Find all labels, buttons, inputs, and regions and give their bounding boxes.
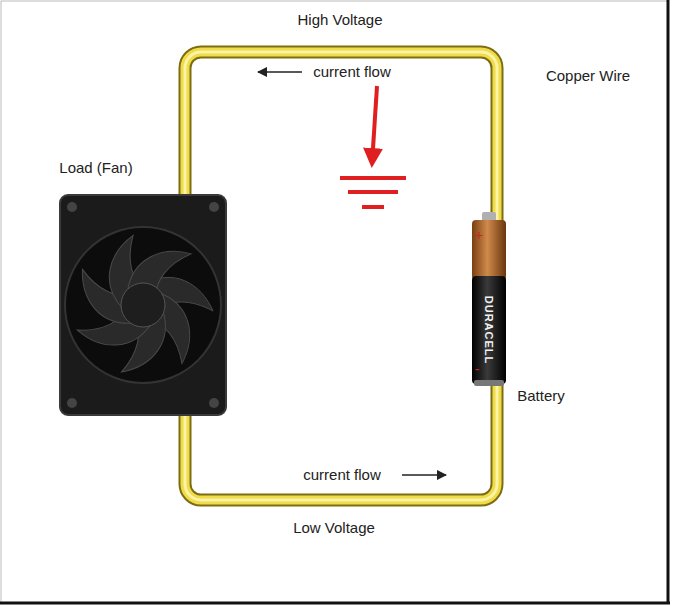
copper-wire xyxy=(185,52,497,500)
voltage-label: Low Voltage xyxy=(293,520,375,537)
frame xyxy=(1,1,668,603)
voltage-label: High Voltage xyxy=(297,12,382,29)
flow-arrow xyxy=(258,71,302,73)
wire-label: Copper Wire xyxy=(546,68,630,85)
copper-wire xyxy=(185,52,497,500)
frame-edge xyxy=(0,602,670,605)
flow-label: current flow xyxy=(313,64,391,81)
ground-arrow xyxy=(372,86,377,164)
flow-label: current flow xyxy=(303,467,381,484)
fan-illustration xyxy=(60,195,226,415)
load-label: Load (Fan) xyxy=(59,160,132,177)
battery-label: Battery xyxy=(517,388,565,405)
frame-edge xyxy=(667,0,670,604)
polarity-mark: + xyxy=(475,228,483,243)
battery-illustration xyxy=(472,212,506,386)
flow-arrow xyxy=(402,474,446,476)
polarity-mark: - xyxy=(475,362,480,377)
ground-symbol xyxy=(340,178,406,207)
copper-wire xyxy=(185,52,497,500)
brand-text: DURACELL xyxy=(483,296,495,365)
